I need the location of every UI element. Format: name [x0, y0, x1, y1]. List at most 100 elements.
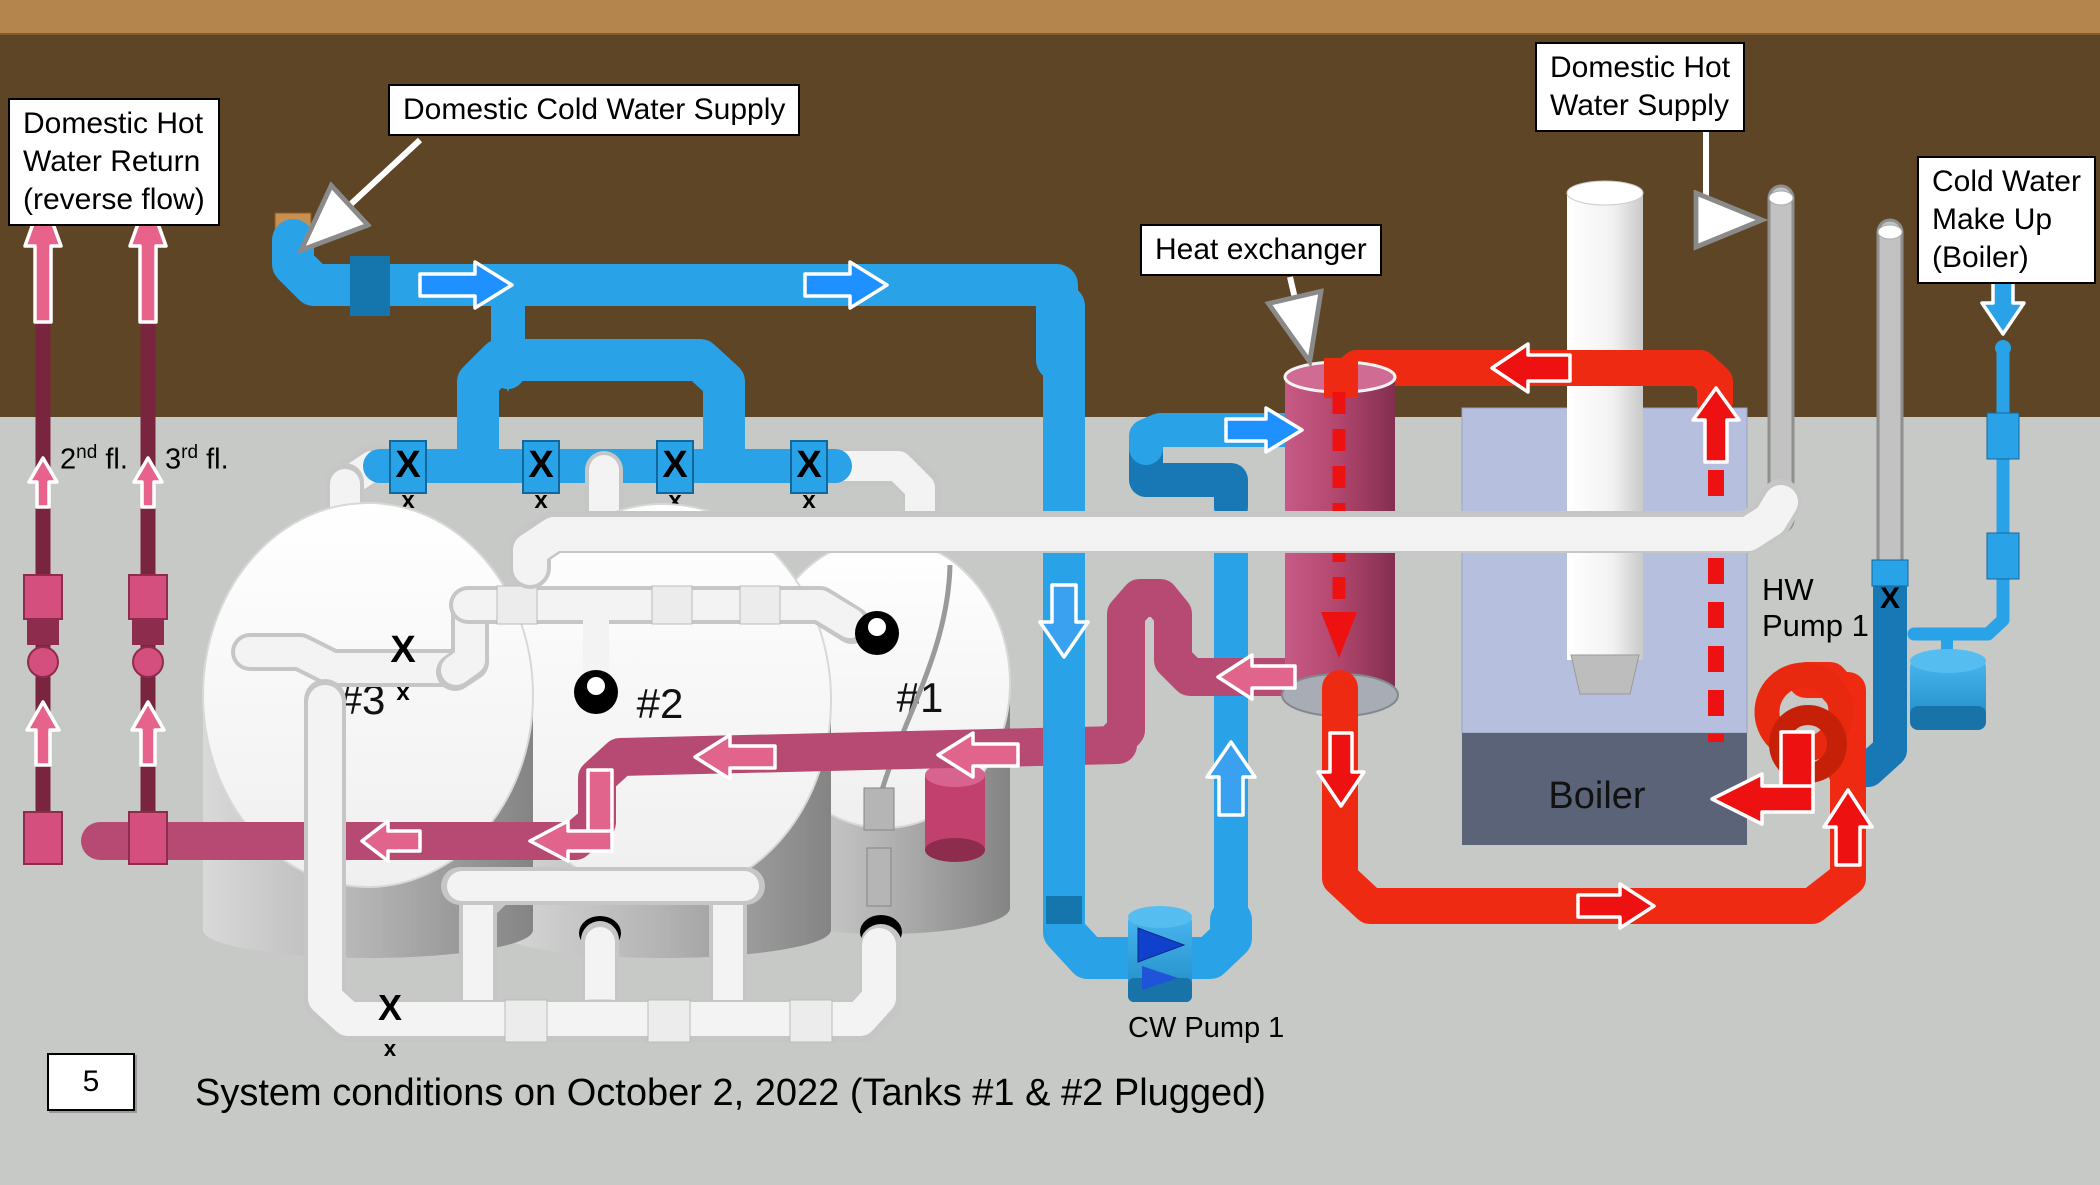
- label-line: Domestic Cold Water Supply: [403, 93, 786, 126]
- riser-valve-body: [27, 619, 59, 645]
- valve-x-icon: x: [534, 487, 548, 514]
- label-line: Water Supply: [1550, 89, 1729, 122]
- leader-cold-supply: [310, 137, 423, 242]
- label-line: (Boiler): [1932, 241, 2029, 274]
- dhw-supply-riser: [1767, 184, 1795, 534]
- valve-x-icon: X: [662, 444, 688, 486]
- label-line: (reverse flow): [23, 183, 205, 216]
- flow-arrow-up-riser: [25, 700, 61, 767]
- label-leaders: [310, 132, 1750, 350]
- flow-arrow-bend-return: [528, 768, 614, 863]
- riser-union: [27, 646, 59, 678]
- caption: System conditions on October 2, 2022 (Ta…: [195, 1072, 1266, 1114]
- riser-valve-body: [132, 619, 164, 645]
- label-hw-pump: HW Pump 1: [1762, 572, 1869, 643]
- slide-number: 5: [82, 1065, 100, 1098]
- label-dhw-return: Domestic Hot Water Return (reverse flow): [8, 98, 220, 226]
- label-3rd-floor: 3rd fl.: [165, 442, 229, 476]
- makeup-valve: [1986, 532, 2020, 580]
- pipe-coupling: [739, 585, 781, 625]
- label-2nd-floor: 2nd fl.: [60, 442, 128, 476]
- flow-arrow-right: [803, 260, 889, 310]
- ceiling-band: [0, 0, 2100, 35]
- boiler-base: [1462, 733, 1747, 845]
- valve-x-icon: x: [802, 487, 816, 514]
- label-line: Heat exchanger: [1155, 233, 1367, 266]
- label-dcw-supply: Domestic Cold Water Supply: [388, 84, 801, 136]
- flow-arrow-up: [1205, 740, 1257, 817]
- valve-closed-1: X x: [389, 440, 427, 514]
- flow-arrow-left-return: [1216, 653, 1297, 701]
- valve-closed-3: X x: [656, 440, 694, 514]
- pipe-coupling: [504, 999, 548, 1043]
- makeup-riser-gray: [1876, 218, 1904, 586]
- riser-valve: [23, 574, 63, 620]
- cw-pump-body: [1128, 906, 1192, 1002]
- pipe-coupling: [651, 585, 693, 625]
- label-line: Domestic Hot: [23, 107, 204, 140]
- valve-x-icon: X: [1880, 582, 1900, 615]
- tank-1-plugged-port: [925, 763, 985, 862]
- label-cw-pump: CW Pump 1: [1128, 1012, 1285, 1044]
- upper-manifold-pipe: [457, 339, 745, 481]
- valve-closed-4: X x: [790, 440, 828, 514]
- valve-x-icon: X: [796, 444, 822, 486]
- label-line: Water Return: [23, 145, 201, 178]
- flow-arrow-up-boiler: [1691, 386, 1741, 464]
- flow-arrow-right-hot: [1576, 882, 1656, 930]
- sensor-weight: [866, 847, 892, 907]
- riser-valve: [128, 574, 168, 620]
- valve-x-icon: X: [528, 444, 554, 486]
- valve-closed-2: X x: [522, 440, 560, 514]
- tank-bottom-piping: X x: [304, 679, 902, 1061]
- makeup-valve: [1986, 412, 2020, 460]
- flow-arrow-right-into-hx: [1224, 406, 1304, 454]
- valve-x-icon: X: [395, 444, 421, 486]
- label-line: Make Up: [1932, 203, 2053, 236]
- valve-x-icon: x: [384, 1036, 397, 1061]
- riser-junction: [23, 811, 63, 865]
- pipe-coupling: [789, 999, 833, 1043]
- flow-arrow-down: [1038, 583, 1090, 659]
- pump-impeller-icon: [1142, 966, 1178, 990]
- flow-arrows: [23, 194, 2026, 930]
- makeup-valve-collar: [1871, 559, 1909, 587]
- flow-arrow-left-hot: [1490, 342, 1572, 394]
- flow-arrow-right: [418, 260, 514, 310]
- cw-pump-loop: [1043, 285, 1252, 1002]
- flow-arrow-up-riser: [27, 456, 59, 509]
- leader-hot-supply: [1706, 132, 1750, 220]
- label-line: Cold Water: [1932, 165, 2081, 198]
- label-cw-makeup: Cold Water Make Up (Boiler): [1917, 156, 2096, 284]
- pump-suction-fitting: [1046, 896, 1082, 924]
- tank-front-piping: X x: [231, 564, 985, 907]
- pipe-coupling: [350, 256, 390, 316]
- boiler-flue: [1566, 180, 1644, 695]
- pump-impeller-icon: [1137, 927, 1186, 963]
- leader-heat-exchanger: [1290, 276, 1307, 350]
- flow-arrow-left-return: [693, 733, 777, 781]
- sensor-weight: [863, 787, 895, 831]
- flow-arrow-left-return: [936, 731, 1020, 779]
- pipe-coupling: [647, 999, 691, 1043]
- flow-arrow-up-hot: [1822, 788, 1874, 867]
- cold-water-supply-header: X x X x X x X x: [272, 212, 1078, 571]
- riser-junction: [128, 811, 168, 865]
- pipe-coupling: [496, 585, 538, 625]
- slide-number-box: 5: [47, 1053, 135, 1111]
- label-heat-exchanger: Heat exchanger: [1140, 224, 1382, 276]
- boiler-makeup-assembly: X: [1827, 340, 2020, 787]
- hot-water-outlet-pipe: [509, 479, 1802, 589]
- valve-x-icon: X: [378, 987, 402, 1028]
- tank-2-label: #2: [637, 680, 684, 727]
- flow-arrow-up-riser: [132, 456, 164, 509]
- valve-x-icon: X: [390, 629, 416, 671]
- flow-arrow-left-return: [360, 819, 422, 863]
- flow-arrow-into-boiler: [1710, 730, 1815, 826]
- flow-arrow-up-riser: [130, 700, 166, 767]
- label-line: Domestic Hot: [1550, 51, 1731, 84]
- return-from-hx: [1093, 579, 1311, 764]
- valve-x-icon: x: [396, 679, 410, 706]
